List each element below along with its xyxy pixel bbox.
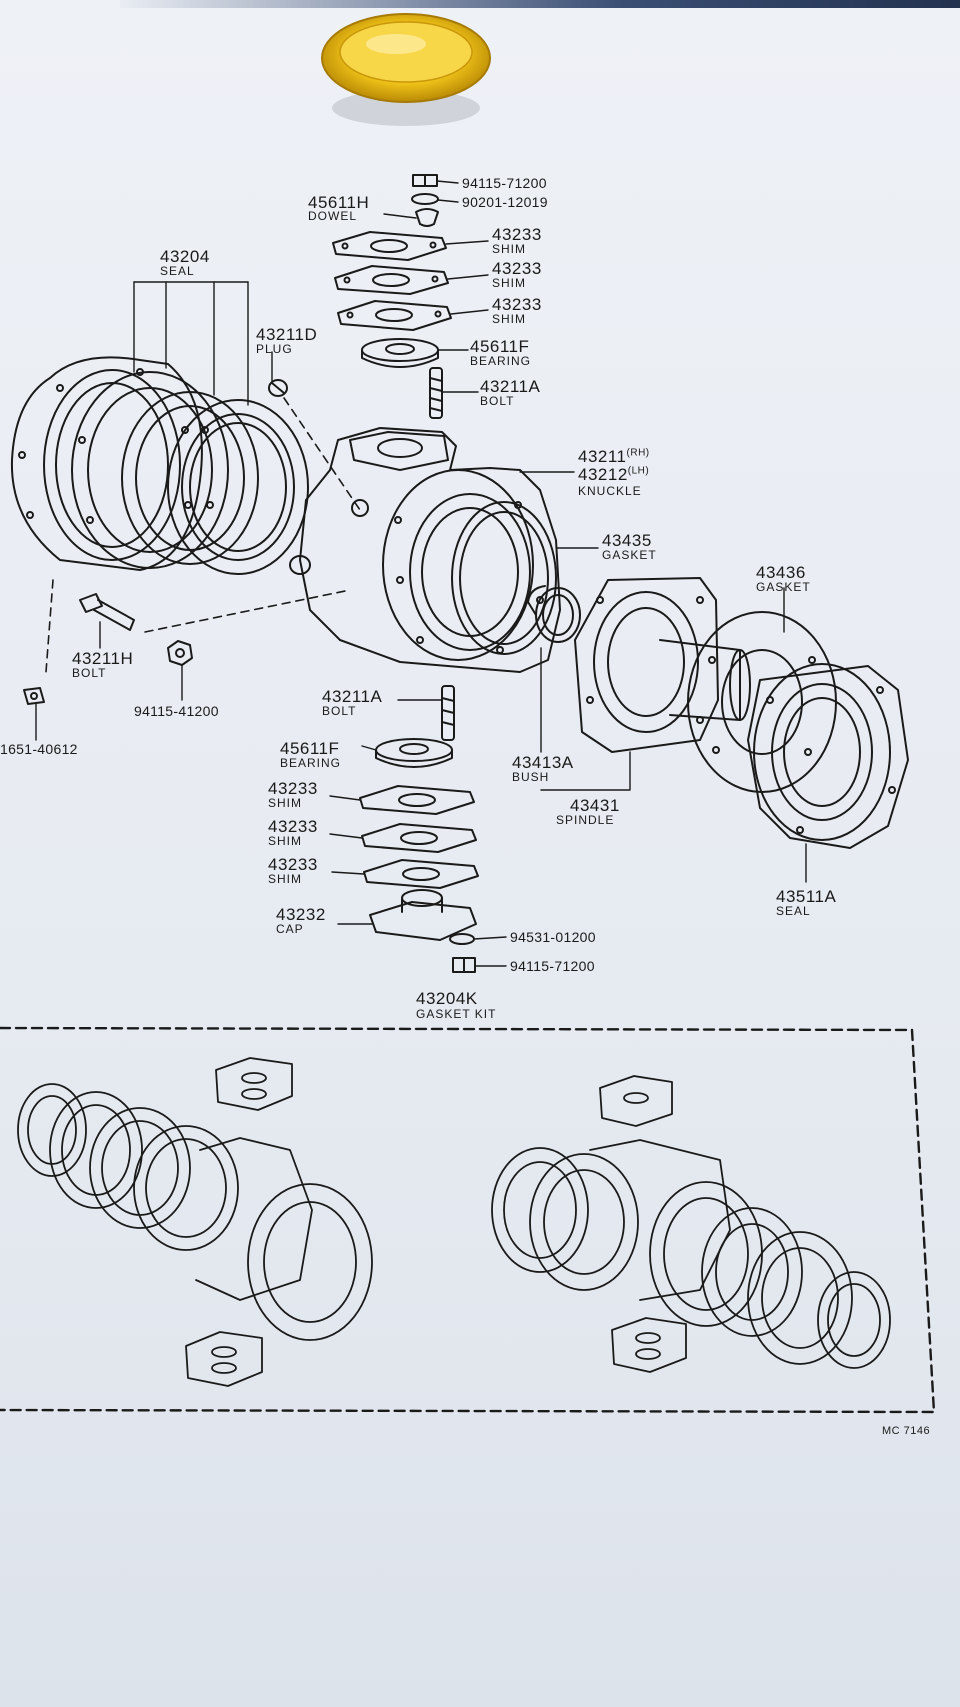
shim-top-3-drawing (337, 300, 452, 331)
seal-outer-number: 43511A (776, 887, 837, 906)
seal-ring-4-drawing (167, 399, 309, 575)
nut-bottom-label: 94115-71200 (510, 958, 595, 974)
gasket-1-number: 43435 (602, 531, 652, 550)
washer-bottom-drawing (449, 933, 475, 945)
shim-6-number: 43233 (268, 855, 318, 874)
amber-cap-object (321, 13, 491, 126)
gasket-kit-right-drawing (491, 1075, 891, 1373)
background-edge (120, 0, 960, 8)
gasket-2-number: 43436 (756, 563, 806, 582)
nut-side-label: 94115-41200 (134, 703, 219, 719)
cap-drawing (369, 889, 477, 941)
plug-number: 43211D (256, 325, 318, 344)
knuckle-rh: 43211(RH) (578, 448, 650, 465)
bolt-side-drawing (79, 593, 135, 631)
figure-reference: MC 7146 (882, 1425, 931, 1437)
bolt-side-name: BOLT (72, 666, 107, 680)
shim-4-name: SHIM (268, 796, 302, 810)
shim-top-1-drawing (332, 231, 447, 261)
gasket-kit-left-drawing (17, 1057, 373, 1387)
bolt-side-number: 43211H (72, 649, 134, 668)
gasket-43436-drawing (687, 611, 837, 793)
seal-name: SEAL (160, 264, 195, 278)
knuckle-drawing (289, 427, 561, 673)
seal-outer-name: SEAL (776, 904, 811, 918)
shim-2-name: SHIM (492, 276, 526, 290)
nut-top-label: 94115-71200 (462, 175, 547, 191)
seal-number: 43204 (160, 247, 210, 266)
bolt-bottom-drawing (441, 685, 455, 741)
dowel-name: DOWEL (308, 209, 358, 223)
bolt-bottom-number: 43211A (322, 687, 383, 706)
fitting-drawing (23, 687, 45, 705)
shim-5-number: 43233 (268, 817, 318, 836)
shim-2-number: 43233 (492, 259, 542, 278)
gasket-2-name: GASKET (756, 580, 811, 594)
shim-1-number: 43233 (492, 225, 542, 244)
seal-ring-2-drawing (71, 371, 229, 569)
shim-top-2-drawing (334, 265, 449, 295)
gasket-kit-box (0, 1026, 936, 1414)
shim-3-name: SHIM (492, 312, 526, 326)
seal-outer-drawing (747, 663, 909, 849)
shim-6-name: SHIM (268, 872, 302, 886)
bolt-top-name: BOLT (480, 394, 515, 408)
knuckle-number-rh: 43211 (578, 447, 627, 466)
cap-name: CAP (276, 922, 304, 936)
spindle-number: 43431 (570, 796, 620, 815)
bearing-top-name: BEARING (470, 354, 532, 368)
bearing-bottom-drawing (375, 738, 453, 768)
bush-name: BUSH (512, 770, 550, 784)
bearing-top-drawing (361, 338, 439, 368)
spindle-name: SPINDLE (556, 813, 615, 827)
dowel-drawing (415, 208, 439, 227)
knuckle-lh: 43212(LH) (578, 466, 649, 483)
shim-4-number: 43233 (268, 779, 318, 798)
nut-bottom-drawing (452, 957, 476, 973)
bolt-top-number: 43211A (480, 377, 541, 396)
gasket-kit-name: GASKET KIT (416, 1007, 497, 1021)
washer-top-drawing (411, 193, 439, 205)
bearing-bottom-name: BEARING (280, 756, 342, 770)
washer-top-label: 90201-12019 (462, 194, 548, 210)
shim-1-name: SHIM (492, 242, 526, 256)
shim-5-name: SHIM (268, 834, 302, 848)
knuckle-name: KNUCKLE (578, 484, 642, 498)
knuckle-rh-suffix: (RH) (626, 447, 650, 459)
shim-bottom-1-drawing (359, 785, 475, 815)
plug-name: PLUG (256, 342, 293, 356)
plug-drawing (268, 379, 288, 397)
bush-number: 43413A (512, 753, 574, 772)
bush-drawing (527, 585, 581, 643)
knuckle-number-lh: 43212 (578, 465, 628, 484)
knuckle-lh-suffix: (LH) (627, 465, 650, 477)
washer-bottom-label: 94531-01200 (510, 929, 596, 945)
fitting-label: 1651-40612 (0, 741, 78, 757)
cap-number: 43232 (276, 905, 326, 924)
shim-bottom-3-drawing (363, 859, 479, 889)
bearing-bottom-number: 45611F (280, 739, 340, 758)
shim-bottom-2-drawing (361, 823, 477, 853)
nut-top-drawing (412, 174, 438, 187)
dowel-number: 45611H (308, 193, 370, 212)
nut-side-drawing (167, 640, 193, 666)
bolt-top-drawing (429, 367, 443, 419)
gasket-43435-drawing (451, 501, 557, 655)
bolt-bottom-name: BOLT (322, 704, 357, 718)
gasket-kit-number: 43204K (416, 989, 478, 1008)
gasket-1-name: GASKET (602, 548, 657, 562)
bearing-top-number: 45611F (470, 337, 530, 356)
spindle-drawing (574, 577, 751, 753)
shim-3-number: 43233 (492, 295, 542, 314)
